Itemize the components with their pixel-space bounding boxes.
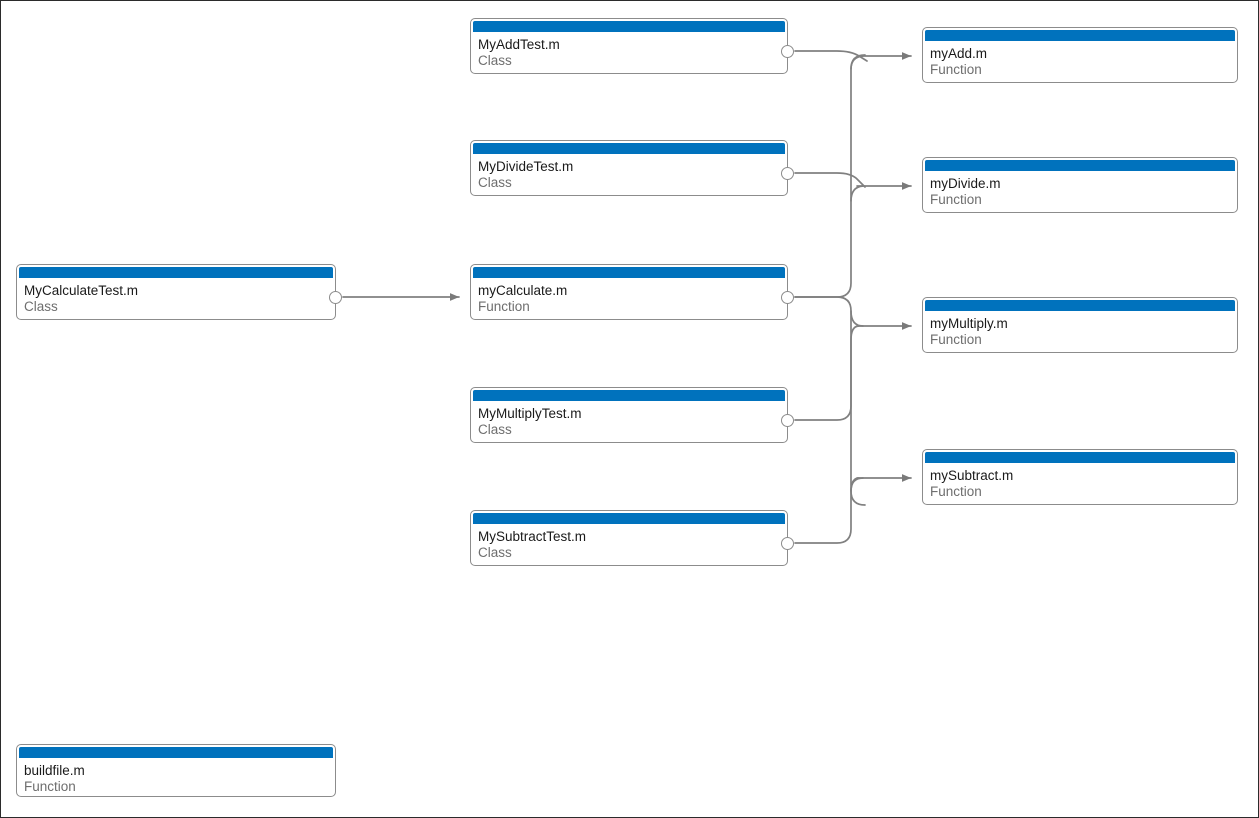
graph-node-MySubtractTest[interactable]: MySubtractTest.m Class [470,510,788,566]
output-port-MyAddTest[interactable] [781,45,794,58]
output-port-MyDivideTest[interactable] [781,167,794,180]
node-subtitle: Class [478,545,512,560]
graph-node-myCalculate[interactable]: myCalculate.m Function [470,264,788,320]
node-header-bar [473,513,785,524]
node-header-bar [19,747,333,758]
edge-MyDivideTest-myDivide [794,172,866,188]
node-title: MyAddTest.m [478,37,560,52]
edge-myCalculate-trunk-down [794,296,866,506]
node-title: MySubtractTest.m [478,529,587,544]
node-subtitle: Function [930,192,982,207]
node-header-bar [473,267,785,278]
output-port-myCalculate[interactable] [781,291,794,304]
node-header-bar [925,452,1235,463]
graph-node-mySubtract[interactable]: mySubtract.m Function [922,449,1238,505]
edge-MySubtractTest-mySubtract [794,477,860,544]
node-body: myAdd.m Function [923,41,1237,78]
node-header-bar [473,21,785,32]
output-port-MySubtractTest[interactable] [781,537,794,550]
node-body: myDivide.m Function [923,171,1237,208]
node-body: myMultiply.m Function [923,311,1237,348]
node-header-bar [925,160,1235,171]
node-subtitle: Class [478,422,512,437]
graph-node-MyAddTest[interactable]: MyAddTest.m Class [470,18,788,74]
output-port-MyCalculateTest[interactable] [329,291,342,304]
node-title: MyMultiplyTest.m [478,406,582,421]
node-body: buildfile.m Function [17,758,335,795]
node-header-bar [925,30,1235,41]
node-title: myAdd.m [930,46,988,61]
edge-trunk-join-myDivide [850,185,864,202]
node-title: myCalculate.m [478,283,568,298]
node-title: mySubtract.m [930,468,1014,483]
node-body: MyMultiplyTest.m Class [471,401,787,438]
node-body: MyAddTest.m Class [471,32,787,69]
graph-node-myAdd[interactable]: myAdd.m Function [922,27,1238,83]
output-port-MyMultiplyTest[interactable] [781,414,794,427]
node-subtitle: Class [478,175,512,190]
node-header-bar [473,143,785,154]
edge-trunk-join-mySubtract [850,477,864,492]
graph-node-myDivide[interactable]: myDivide.m Function [922,157,1238,213]
node-subtitle: Class [24,299,58,314]
edge-MyMultiplyTest-myMultiply [794,325,860,421]
edge-MyAddTest-myAdd [794,50,868,62]
graph-node-MyCalculateTest[interactable]: MyCalculateTest.m Class [16,264,336,320]
node-title: buildfile.m [24,763,85,778]
node-subtitle: Function [930,62,982,77]
node-header-bar [473,390,785,401]
node-title: MyCalculateTest.m [24,283,139,298]
node-subtitle: Function [930,484,982,499]
node-subtitle: Function [24,779,76,794]
edge-trunk-join-myAdd [850,55,864,70]
edge-trunk-join-myMultiply [850,310,864,327]
graph-node-buildfile[interactable]: buildfile.m Function [16,744,336,797]
node-body: MyDivideTest.m Class [471,154,787,191]
node-body: MyCalculateTest.m Class [17,278,335,315]
node-subtitle: Function [478,299,530,314]
node-subtitle: Function [930,332,982,347]
node-body: myCalculate.m Function [471,278,787,315]
node-body: mySubtract.m Function [923,463,1237,500]
node-title: MyDivideTest.m [478,159,574,174]
edge-myCalculate-trunk-up [794,54,866,298]
node-body: MySubtractTest.m Class [471,524,787,561]
node-subtitle: Class [478,53,512,68]
node-title: myMultiply.m [930,316,1008,331]
graph-node-MyMultiplyTest[interactable]: MyMultiplyTest.m Class [470,387,788,443]
node-header-bar [925,300,1235,311]
node-header-bar [19,267,333,278]
graph-node-MyDivideTest[interactable]: MyDivideTest.m Class [470,140,788,196]
graph-node-myMultiply[interactable]: myMultiply.m Function [922,297,1238,353]
node-title: myDivide.m [930,176,1001,191]
